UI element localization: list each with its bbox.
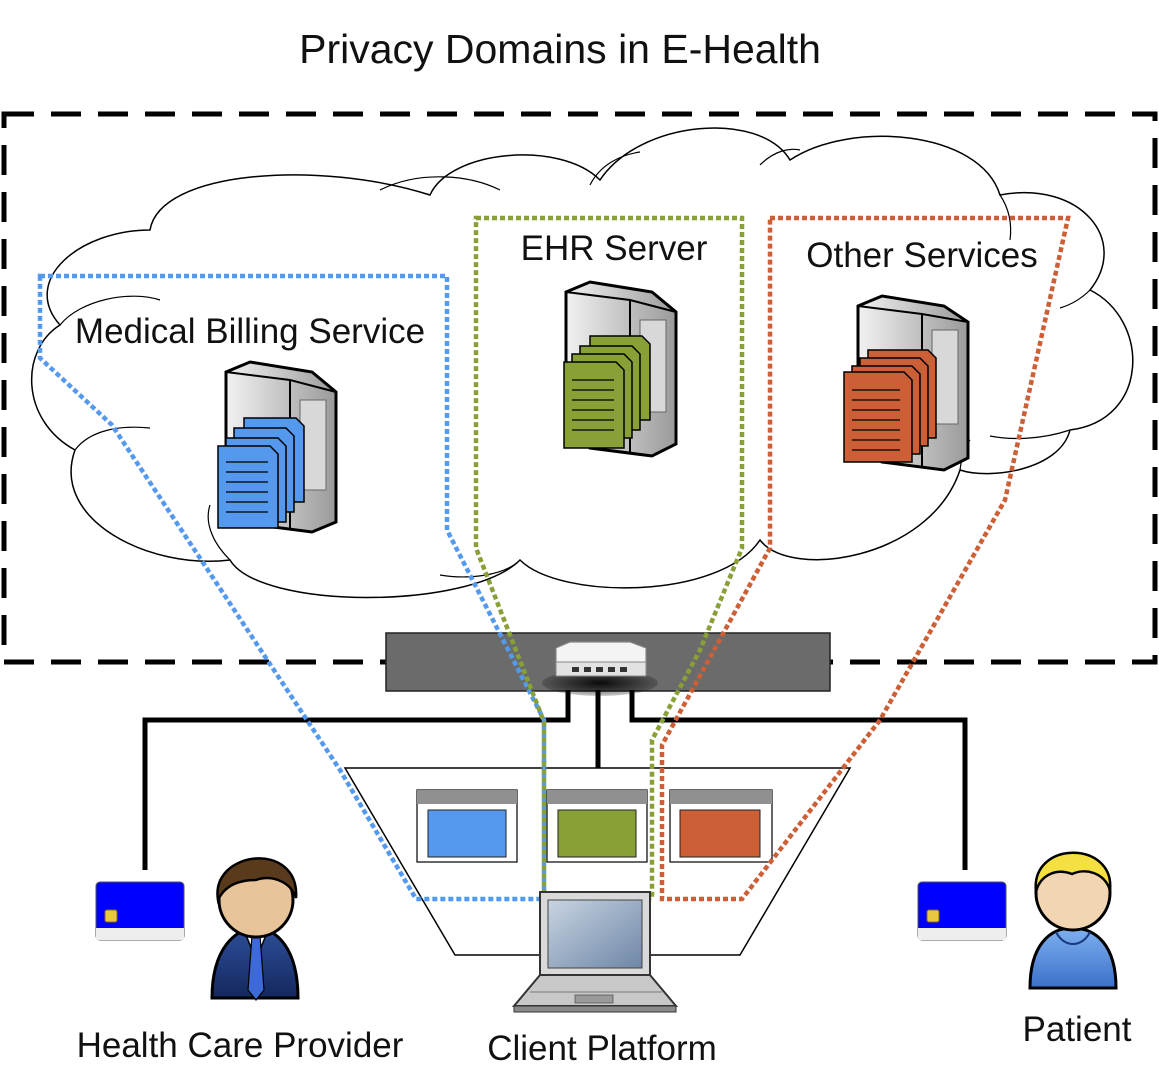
billing-domain-label: Medical Billing Service — [75, 312, 425, 351]
other-services-server — [843, 294, 970, 472]
billing-server — [217, 360, 338, 534]
network-links — [142, 690, 968, 870]
provider-label: Health Care Provider — [77, 1026, 404, 1065]
ehr-privacy-domain — [473, 215, 745, 902]
ehr-server — [563, 280, 678, 458]
billing-privacy-domain — [37, 273, 547, 902]
laptop-icon — [511, 891, 679, 1013]
router-icon — [542, 641, 658, 696]
document-stack-icon — [563, 335, 651, 449]
patient-label: Patient — [1023, 1010, 1132, 1049]
document-stack-icon — [843, 349, 937, 463]
client-window-ehr — [546, 789, 648, 863]
person-icon — [1028, 851, 1118, 990]
smart-card-icon — [917, 881, 1007, 941]
other-domain-label: Other Services — [806, 236, 1037, 275]
client-window-other — [669, 789, 773, 863]
client-platform-label: Client Platform — [487, 1029, 717, 1068]
ehr-domain-label: EHR Server — [521, 229, 708, 268]
person-icon — [210, 857, 300, 1001]
client-window-billing — [416, 789, 518, 863]
document-stack-icon — [217, 417, 305, 529]
smart-card-icon — [95, 881, 185, 941]
diagram-title: Privacy Domains in E-Health — [299, 26, 821, 72]
other-privacy-domain — [659, 215, 1071, 902]
